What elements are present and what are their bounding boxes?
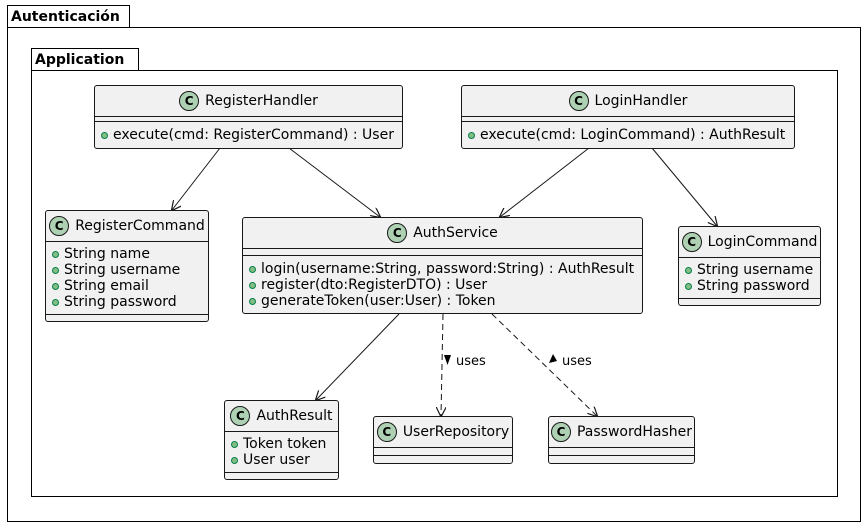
class-name: RegisterCommand [75, 218, 205, 234]
class-name: LoginHandler [594, 93, 688, 109]
class-authservice[interactable]: C AuthService login(username:String, pas… [242, 217, 643, 314]
class-icon: C [49, 216, 70, 236]
edge-registerhandler-authservice [288, 147, 380, 217]
uses-direction-arrow [549, 354, 557, 363]
class-member: String username [64, 262, 181, 278]
package-application [31, 70, 838, 497]
edge-authservice-authresult [316, 313, 400, 400]
class-member: String username [697, 262, 814, 278]
public-method-icon [468, 131, 475, 139]
class-userrepository[interactable]: C UserRepository [373, 416, 513, 464]
class-authresult[interactable]: C AuthResult Token token User user [224, 400, 339, 480]
class-icon: C [550, 422, 571, 442]
package-autenticacion [7, 27, 861, 522]
class-logincommand[interactable]: C LoginCommand String username String pa… [678, 226, 821, 306]
edge-loginhandler-authservice [500, 147, 590, 217]
package-tab-autenticacion: Autenticación [7, 5, 130, 28]
class-member: execute(cmd: LoginCommand) : AuthResult [480, 127, 786, 143]
class-icon: C [568, 91, 589, 111]
class-member: String password [697, 278, 810, 294]
class-name: PasswordHasher [576, 424, 693, 440]
public-field-icon [231, 440, 238, 448]
public-field-icon [685, 266, 692, 274]
class-member: login(username:String, password:String) … [261, 261, 635, 277]
package-tab-application: Application [31, 48, 139, 71]
class-icon: C [230, 406, 251, 426]
class-member: execute(cmd: RegisterCommand) : User [113, 127, 394, 143]
class-member: User user [243, 452, 310, 468]
class-name: LoginCommand [707, 234, 818, 250]
public-field-icon [685, 282, 692, 290]
class-member: register(dto:RegisterDTO) : User [261, 277, 488, 293]
class-name: AuthService [413, 225, 498, 241]
class-passwordhasher[interactable]: C PasswordHasher [548, 416, 695, 464]
public-field-icon [52, 298, 59, 306]
class-icon: C [179, 91, 200, 111]
public-field-icon [52, 250, 59, 258]
class-member: String name [64, 246, 150, 262]
class-name: AuthResult [256, 408, 333, 424]
public-method-icon [101, 131, 108, 139]
edge-registerhandler-registercommand [172, 147, 221, 210]
class-member: generateToken(user:User) : Token [261, 293, 496, 309]
class-icon: C [681, 232, 702, 252]
edge-label-uses: uses [456, 354, 486, 369]
edge-authservice-passwordhasher [491, 313, 597, 416]
edge-loginhandler-logincommand [651, 147, 717, 226]
class-member: Token token [243, 436, 327, 452]
public-method-icon [249, 265, 256, 273]
class-registerhandler[interactable]: C RegisterHandler execute(cmd: RegisterC… [94, 85, 403, 149]
edge-authservice-userrepository [441, 313, 443, 416]
class-icon: C [376, 422, 397, 442]
public-field-icon [52, 266, 59, 274]
class-name: UserRepository [402, 424, 510, 440]
class-icon: C [387, 223, 408, 243]
uses-direction-arrow [444, 355, 451, 365]
edge-label-uses: uses [562, 354, 592, 369]
class-member: String email [64, 278, 149, 294]
class-name: RegisterHandler [205, 93, 318, 109]
public-method-icon [249, 281, 256, 289]
public-method-icon [249, 297, 256, 305]
class-member: String password [64, 294, 177, 310]
public-field-icon [52, 282, 59, 290]
public-field-icon [231, 456, 238, 464]
class-loginhandler[interactable]: C LoginHandler execute(cmd: LoginCommand… [461, 85, 795, 149]
class-registercommand[interactable]: C RegisterCommand String name String use… [45, 210, 209, 322]
